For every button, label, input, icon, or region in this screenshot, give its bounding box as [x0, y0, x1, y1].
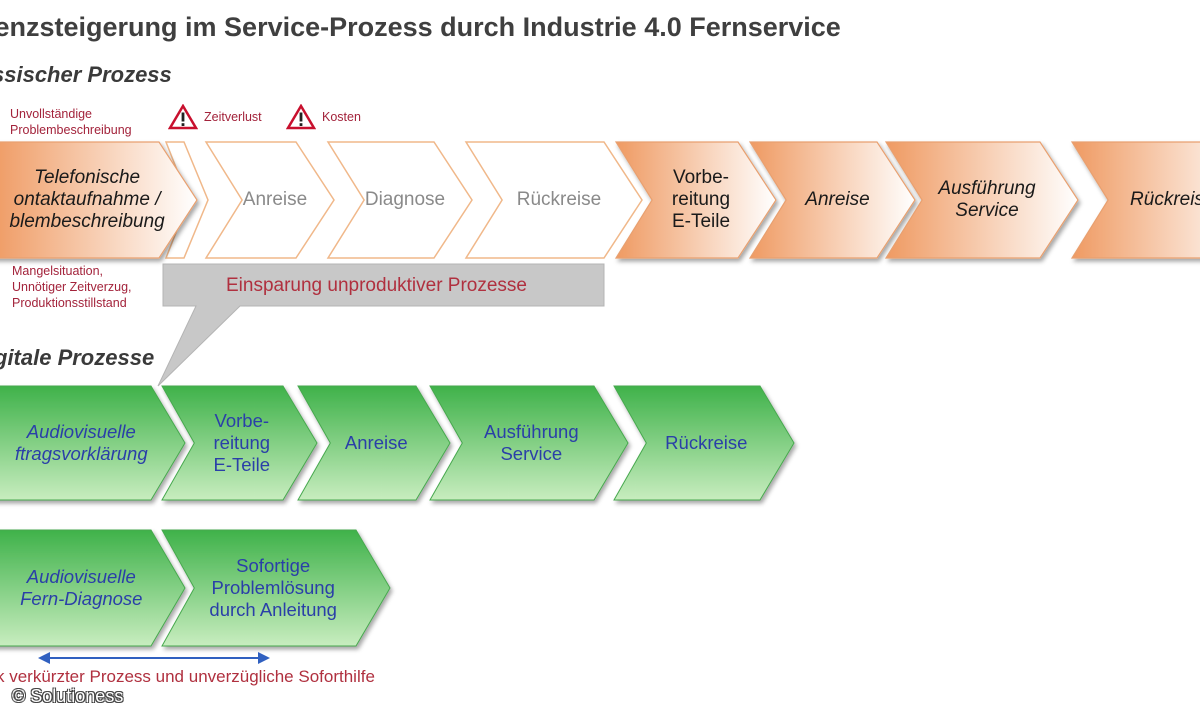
warning-triangle-icon [286, 104, 316, 130]
classic-step-chevron [614, 141, 777, 259]
classic-step-chevron [464, 141, 643, 259]
classic-step-chevron [884, 141, 1079, 259]
warning-triangle-icon [168, 104, 198, 130]
warning-label: Kosten [322, 110, 361, 124]
classic-step-chevron [0, 141, 198, 259]
section-title-digital: gitale Prozesse [0, 345, 155, 370]
classic-step-label: Ausführung Service [938, 178, 1036, 221]
digital-step-chevron [429, 385, 629, 501]
digital-step-chevron [161, 529, 391, 647]
digital-step-label: Ausführung Service [483, 421, 579, 464]
classic-step-chevron [204, 141, 335, 259]
classic-step-label: Telefonische ontaktaufnahme / blembeschr… [9, 167, 165, 232]
classic-step-label: Vorbe- reitung E-Teile [671, 167, 731, 232]
digital-step-label: Vorbe- reitung E-Teile [213, 410, 271, 475]
classic-step-label: Rückreis [1130, 189, 1200, 210]
arrow-head-right-icon [258, 652, 270, 664]
digital-step-label: Rückreise [665, 432, 748, 453]
note-consequences: Mangelsituation, Unnötiger Zeitverzug, P… [12, 264, 132, 310]
digital-step-chevron [0, 385, 186, 501]
classic-step-label: Rückreise [516, 189, 602, 210]
copyright-text: © Solutioness [12, 686, 124, 706]
classic-step-chevron [326, 141, 473, 259]
footer-text: k verkürzter Prozess und unverzügliche S… [0, 667, 375, 686]
digital-step-label: Audiovisuelle Fern-Diagnose [20, 566, 143, 609]
digital-step-label: Anreise [344, 432, 408, 453]
digital-step-chevron [0, 529, 186, 647]
digital-step-chevron [161, 385, 318, 501]
arrow-head-left-icon [38, 652, 50, 664]
note-incomplete-description: Unvollständige Problembeschreibung [10, 107, 132, 137]
warning-costs: Kosten [286, 104, 361, 130]
digital-step-chevron [297, 385, 451, 501]
digital-step-chevron [613, 385, 795, 501]
digital-step-label: Audiovisuelle ftragsvorklärung [14, 421, 148, 464]
classic-step-label: Anreise [242, 189, 308, 210]
warning-label: Zeitverlust [204, 110, 262, 124]
classic-step-label: Anreise [805, 189, 870, 210]
callout-savings-text: Einsparung unproduktiver Prozesse [226, 275, 528, 296]
warning-time-loss: Zeitverlust [168, 104, 262, 130]
section-title-classic: ssischer Prozess [0, 62, 172, 87]
callout-bubble [157, 263, 605, 387]
classic-step-chevron [748, 141, 916, 259]
classic-step-chevron [1070, 141, 1200, 259]
classic-step-label: Diagnose [364, 189, 446, 210]
digital-step-label: Sofortige Problemlösung durch Anleitung [209, 555, 337, 620]
page-title: izienzsteigerung im Service-Prozess durc… [0, 12, 841, 42]
